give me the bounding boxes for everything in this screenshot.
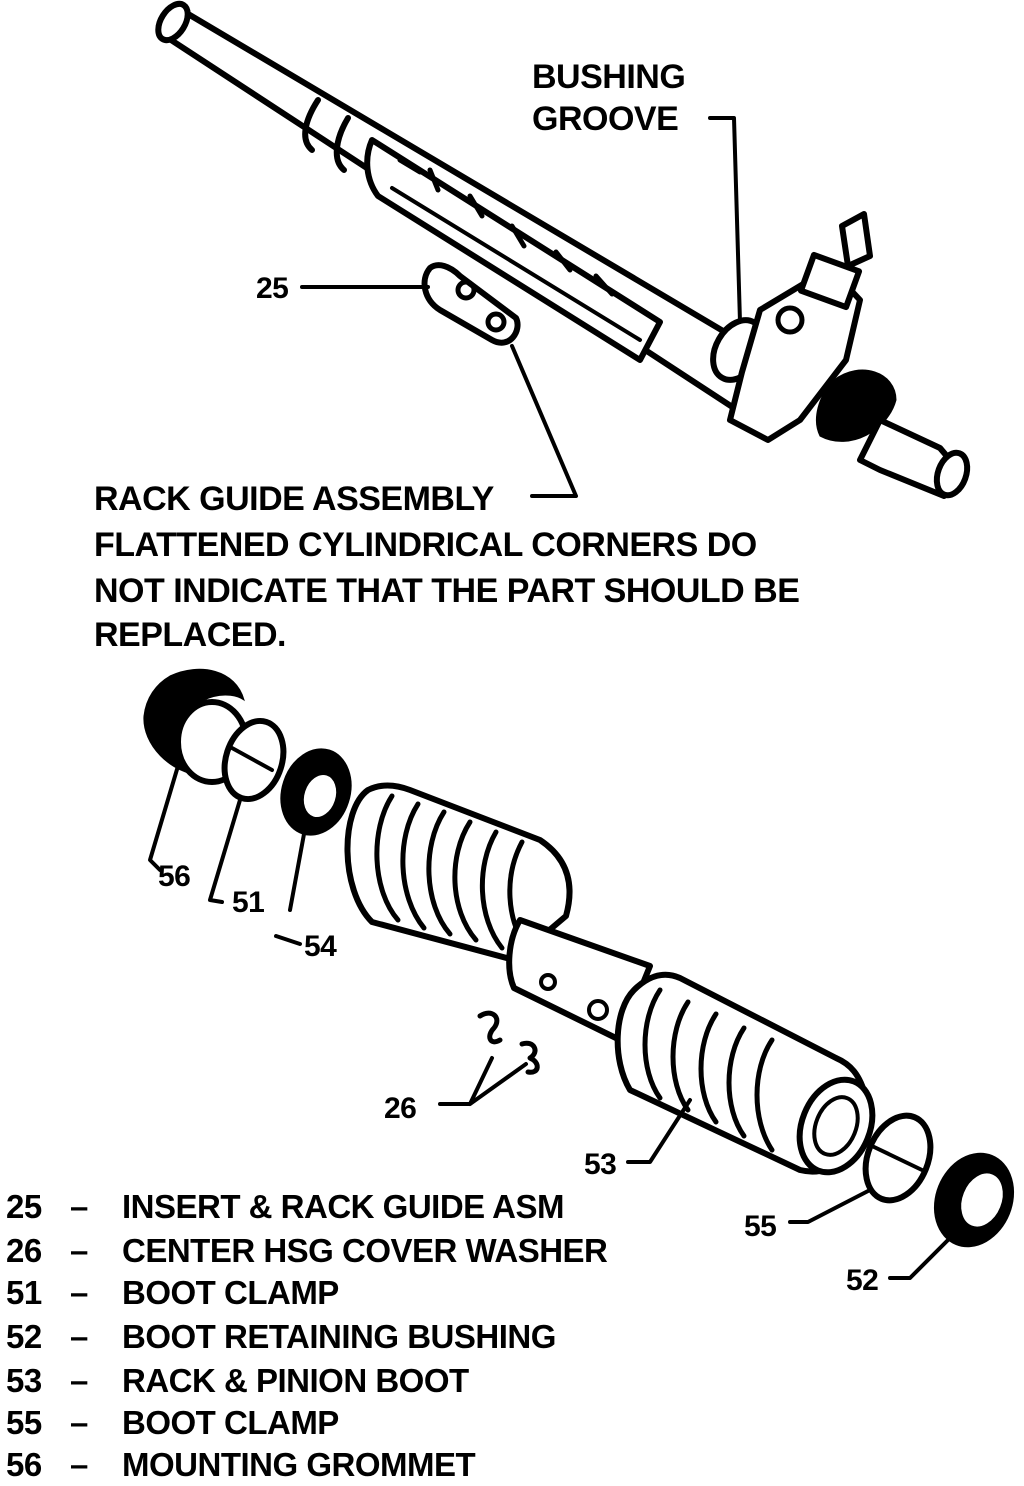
legend-number: 26: [6, 1232, 42, 1269]
callout-25: 25: [256, 272, 288, 305]
bushing-groove-label-line2: GROOVE: [532, 100, 678, 138]
legend-number: 55: [6, 1404, 42, 1441]
legend-number: 25: [6, 1188, 42, 1225]
legend-text: BOOT CLAMP: [122, 1274, 339, 1311]
legend-dash: –: [70, 1318, 88, 1355]
legend-row: 53 – RACK & PINION BOOT: [6, 1362, 470, 1399]
rack-guide-note-line2: FLATTENED CYLINDRICAL CORNERS DO: [94, 526, 757, 564]
legend-text: CENTER HSG COVER WASHER: [122, 1232, 608, 1269]
legend-row: 52 – BOOT RETAINING BUSHING: [6, 1318, 556, 1355]
exploded-boot-drawing: [143, 668, 1015, 1248]
legend-row: 51 – BOOT CLAMP: [6, 1274, 339, 1311]
callout-55: 55: [744, 1210, 776, 1243]
rack-guide-note-line4: REPLACED.: [94, 616, 286, 654]
callout-54: 54: [304, 930, 337, 963]
legend-text: BOOT RETAINING BUSHING: [122, 1318, 556, 1355]
legend-row: 56 – MOUNTING GROMMET: [6, 1446, 476, 1483]
legend-dash: –: [70, 1232, 88, 1269]
legend-text: INSERT & RACK GUIDE ASM: [122, 1188, 564, 1225]
callout-26: 26: [384, 1092, 416, 1125]
legend-number: 52: [6, 1318, 42, 1355]
legend-dash: –: [70, 1404, 88, 1441]
legend-text: BOOT CLAMP: [122, 1404, 339, 1441]
legend-dash: –: [70, 1188, 88, 1225]
legend-text: MOUNTING GROMMET: [122, 1446, 475, 1483]
rack-housing-drawing: [155, 0, 971, 499]
legend-row: 25 – INSERT & RACK GUIDE ASM: [6, 1188, 564, 1225]
legend-number: 53: [6, 1362, 42, 1399]
parts-legend: 25 – INSERT & RACK GUIDE ASM 26 – CENTER…: [6, 1188, 609, 1483]
legend-row: 26 – CENTER HSG COVER WASHER: [6, 1232, 609, 1269]
callout-52: 52: [846, 1264, 878, 1297]
callout-53: 53: [584, 1148, 616, 1181]
bottom-leader-lines: [148, 764, 954, 1280]
rack-guide-note-line3: NOT INDICATE THAT THE PART SHOULD BE: [94, 572, 799, 610]
rack-guide-note-line1: RACK GUIDE ASSEMBLY: [94, 480, 495, 518]
legend-dash: –: [70, 1274, 88, 1311]
callout-51: 51: [232, 886, 264, 919]
legend-number: 56: [6, 1446, 42, 1483]
legend-row: 55 – BOOT CLAMP: [6, 1404, 339, 1441]
callout-56: 56: [158, 860, 190, 893]
legend-dash: –: [70, 1446, 88, 1483]
legend-dash: –: [70, 1362, 88, 1399]
legend-number: 51: [6, 1274, 42, 1311]
bushing-groove-label-line1: BUSHING: [532, 58, 685, 96]
legend-text: RACK & PINION BOOT: [122, 1362, 469, 1399]
top-leader-lines: [300, 116, 742, 498]
